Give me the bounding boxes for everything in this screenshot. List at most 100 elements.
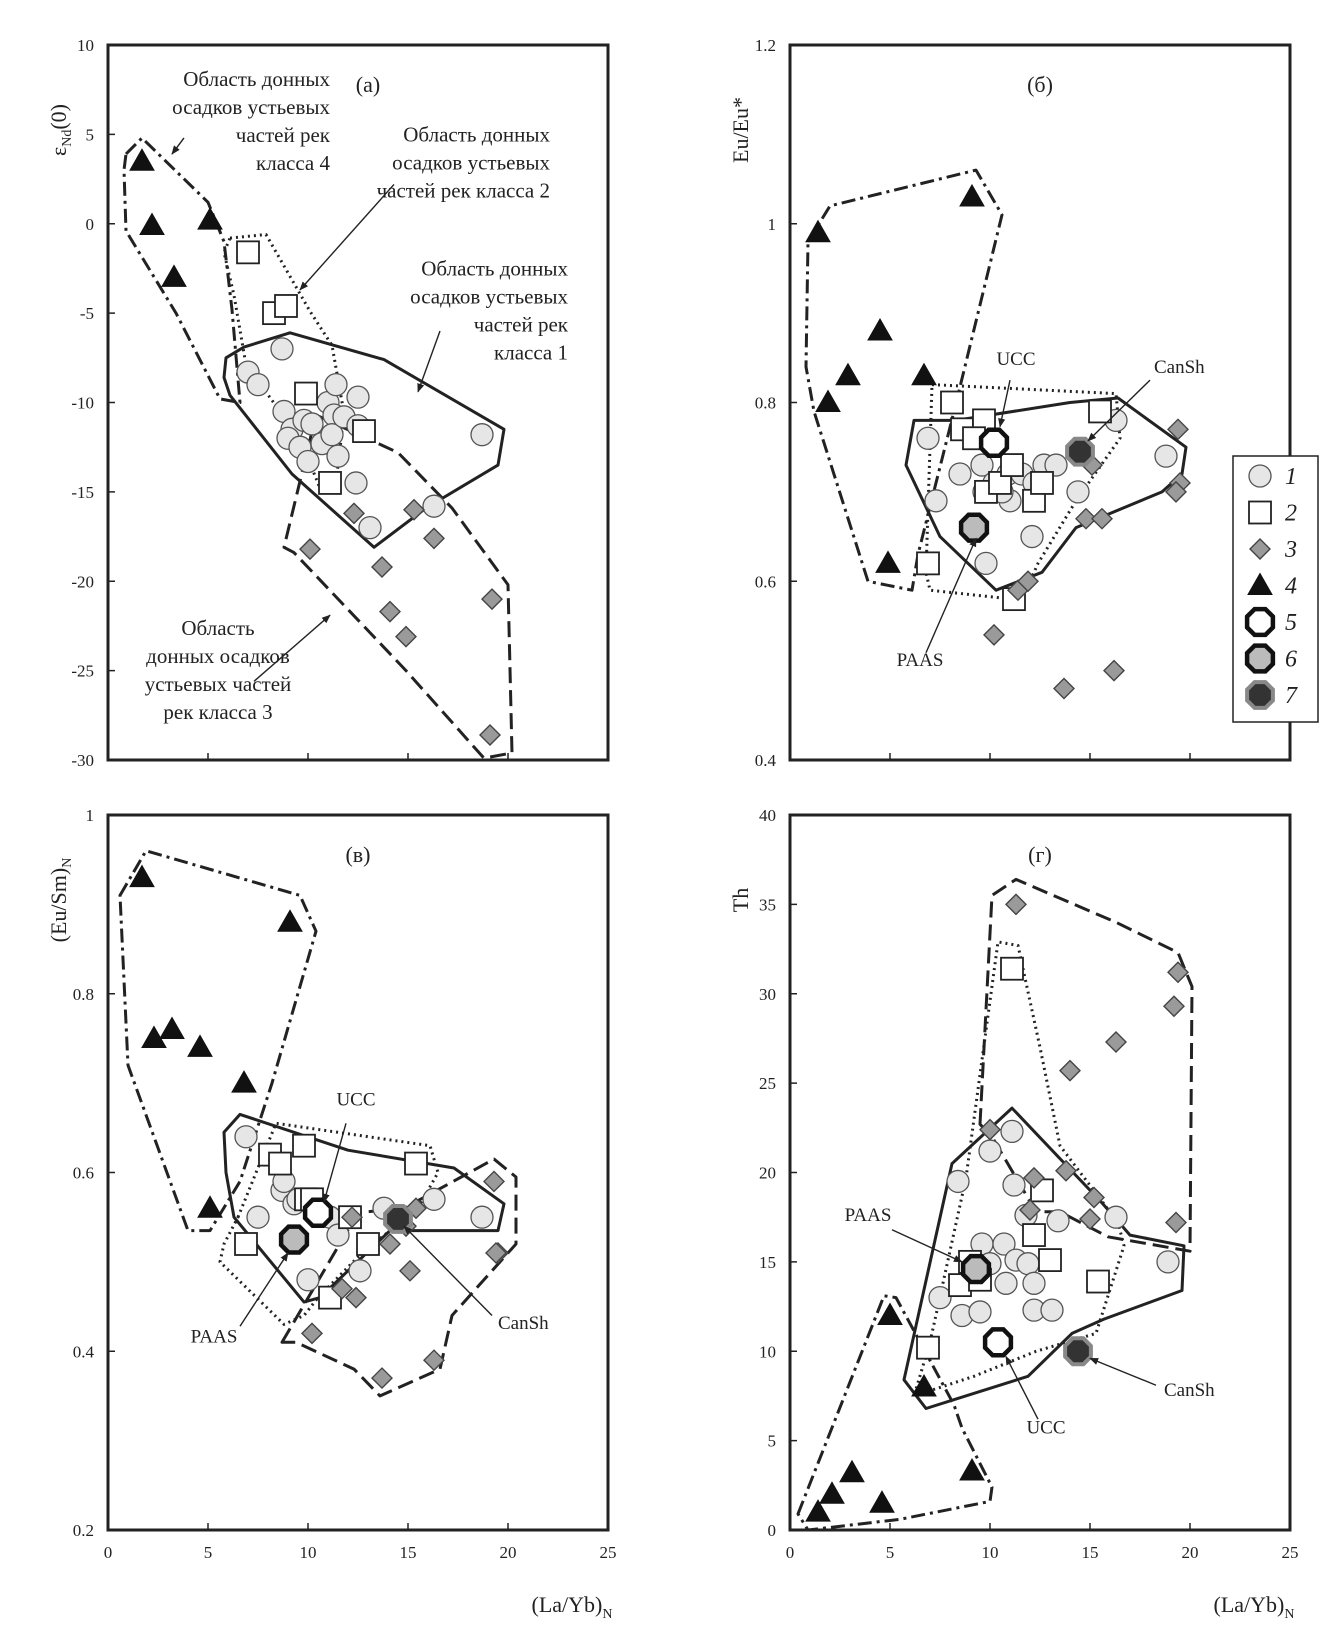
y-tick-label: -25: [71, 662, 94, 681]
plot-frame: [106, 813, 610, 1532]
point-series-1: [1044, 453, 1068, 477]
y-axis-label-main: Eu/Eu*: [728, 97, 753, 163]
point-series-1: [1104, 1205, 1128, 1229]
region-dashed: [282, 413, 514, 760]
x-tick-label: 10: [982, 1543, 999, 1562]
x-axis-label: (La/Yb)N: [532, 1592, 613, 1622]
region-solid: [222, 331, 506, 549]
point-series-4: [815, 389, 841, 412]
annotation-text: CanSh: [1164, 1380, 1215, 1401]
point-series-2: [916, 551, 940, 576]
point-series-4: [877, 1302, 903, 1325]
y-axis-label: Eu/Eu*: [728, 97, 753, 163]
point-series-6: [958, 512, 990, 543]
point-series-2: [294, 381, 318, 406]
y-axis-label: (Eu/Sm)N: [46, 858, 75, 943]
point-series-2: [1022, 1223, 1046, 1247]
annotation-text: PAAS: [191, 1326, 238, 1347]
annotation-text: CanSh: [498, 1313, 549, 1334]
annotation-text: донных осадков: [146, 644, 290, 668]
annotation-text: устьевых частей: [145, 672, 292, 696]
point-series-3: [379, 600, 401, 623]
point-series-3: [485, 1241, 507, 1264]
point-series-1: [1016, 1252, 1040, 1276]
point-series-4: [805, 1499, 831, 1522]
point-series-3: [1053, 677, 1075, 700]
legend-label: 6: [1285, 647, 1297, 673]
annotation-text: UCC: [336, 1089, 375, 1110]
point-series-2: [404, 1151, 428, 1176]
y-tick-label: 25: [759, 1074, 776, 1093]
point-series-1: [326, 1223, 350, 1247]
point-series-5: [302, 1197, 334, 1228]
annotation-text: класса 1: [494, 341, 568, 365]
point-series-4: [959, 183, 985, 207]
point-series-2: [1088, 399, 1112, 424]
y-tick-label: 5: [86, 125, 95, 144]
point-series-3: [1005, 893, 1027, 916]
point-series-1: [992, 1232, 1016, 1256]
point-series-1: [348, 1259, 372, 1283]
point-series-3: [371, 1367, 393, 1390]
x-tick-label: 25: [600, 1543, 617, 1562]
point-series-3: [1055, 1159, 1077, 1182]
point-series-3: [379, 1233, 401, 1255]
x-tick-label: 25: [1282, 1543, 1299, 1562]
point-series-4: [187, 1034, 213, 1057]
point-series-1: [344, 471, 368, 495]
y-tick-label: 0.4: [755, 751, 777, 770]
point-series-1: [300, 412, 324, 436]
x-axis-label: (La/Yb)N: [1214, 1592, 1295, 1622]
point-series-1: [994, 1271, 1018, 1295]
point-series-1: [470, 1205, 494, 1229]
point-series-4: [867, 317, 893, 341]
annotation-text: рек класса 3: [163, 700, 272, 724]
point-series-4: [129, 148, 155, 171]
legend-marker-7: [1245, 680, 1275, 710]
point-series-1: [296, 449, 320, 474]
region-dashdot: [796, 1294, 994, 1532]
legend-label: 5: [1285, 610, 1297, 636]
point-series-1: [246, 372, 270, 397]
y-axis-label-suffix: (0): [46, 104, 71, 130]
point-series-4: [875, 550, 901, 573]
point-series-4: [869, 1490, 895, 1513]
point-series-1: [924, 489, 948, 513]
legend-marker-3: [1249, 538, 1271, 560]
point-series-2: [268, 1151, 292, 1176]
point-series-1: [1066, 480, 1090, 504]
point-series-2: [940, 390, 964, 415]
x-tick-label: 15: [400, 1543, 417, 1562]
region-solid: [902, 1106, 1186, 1410]
annotation-text: осадков устьевых: [172, 95, 330, 119]
annotation-text: CanSh: [1154, 357, 1205, 378]
x-tick-label: 0: [104, 1543, 113, 1562]
y-tick-label: 0.8: [73, 985, 94, 1004]
point-series-1: [1040, 1298, 1064, 1322]
point-series-1: [1154, 444, 1178, 468]
y-tick-label: 0.8: [755, 394, 776, 413]
y-tick-label: 15: [759, 1253, 776, 1272]
y-tick-label: 0: [86, 215, 95, 234]
point-series-1: [978, 1139, 1002, 1163]
point-series-3: [403, 498, 425, 521]
point-series-1: [916, 426, 940, 450]
point-series-3: [331, 1277, 353, 1300]
point-series-2: [356, 1232, 380, 1256]
region-dashed: [978, 877, 1194, 1253]
annotation-arrow: [1005, 1355, 1039, 1420]
point-series-4: [277, 909, 303, 932]
point-series-2: [318, 471, 342, 495]
point-series-3: [399, 1259, 421, 1282]
point-series-1: [470, 423, 494, 447]
annotation-text: частей рек: [236, 123, 331, 147]
annotation-arrow: [403, 1225, 493, 1316]
point-series-4: [231, 1070, 257, 1093]
legend-label: 3: [1284, 537, 1297, 563]
point-series-1: [358, 515, 382, 540]
point-series-2: [988, 471, 1012, 495]
annotation-arrow: [1087, 379, 1151, 442]
annotation-arrow: [891, 1229, 963, 1263]
